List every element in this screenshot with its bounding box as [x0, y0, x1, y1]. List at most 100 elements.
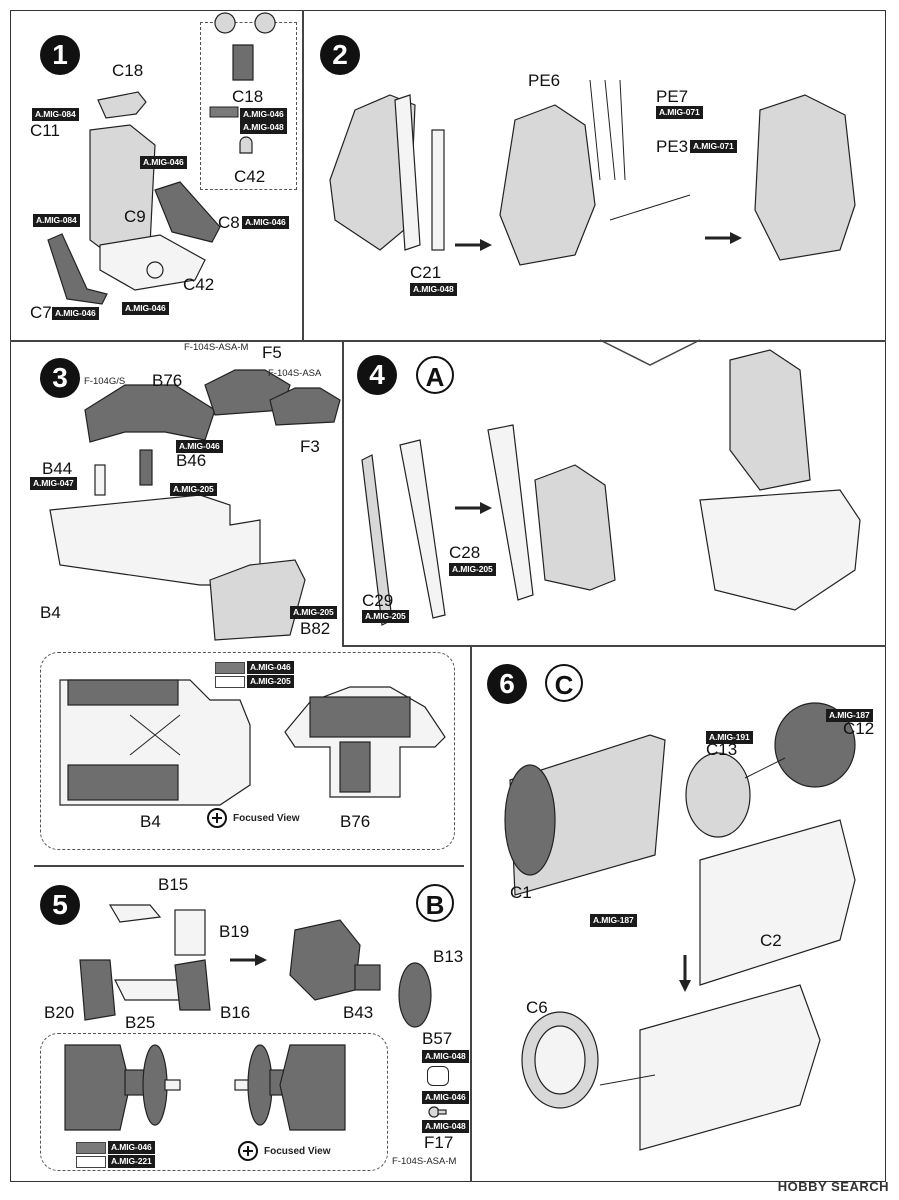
zoom-in-icon [207, 808, 227, 828]
label-B16: B16 [220, 1003, 251, 1022]
label-B20: B20 [44, 1003, 75, 1022]
focused-view-label-5: Focused View [238, 1141, 331, 1161]
paint-tag: A.MIG-048 [422, 1120, 469, 1133]
label-B13: B13 [433, 947, 464, 966]
label-F3: F3 [300, 437, 320, 456]
paint-tag: A.MIG-047 [30, 477, 77, 490]
legend-tag: A.MIG-205 [247, 675, 294, 688]
label-B15: B15 [158, 875, 189, 894]
label-C42-option: C42 [234, 167, 266, 186]
label-C11: C11 [30, 121, 60, 140]
label-PE7: PE7 [656, 87, 689, 106]
label-C29: C29 [362, 591, 394, 610]
label-C18-option: C18 [232, 87, 264, 106]
label-B19: B19 [219, 922, 250, 941]
step-3-badge: 3 [40, 358, 80, 398]
focused-view-box-panel [40, 1033, 388, 1171]
label-C13: C13 [706, 740, 738, 759]
paint-tag: A.MIG-046 [240, 108, 287, 121]
label-C1: C1 [510, 883, 532, 902]
label-B44: B44 [42, 459, 73, 478]
paint-tag: A.MIG-048 [410, 283, 457, 296]
paint-tag: A.MIG-046 [176, 440, 223, 453]
label-C8: C8 [218, 213, 240, 232]
step-6-exhaust-assembly [504, 702, 856, 1151]
divider-top-vertical [302, 10, 304, 340]
paint-tag: A.MIG-046 [242, 216, 289, 229]
divider-step-focus-5 [34, 865, 464, 867]
step-2-badge: 2 [320, 35, 360, 75]
label-B4: B4 [40, 603, 61, 622]
step-5-sub-B: B [416, 884, 454, 922]
label-PE3: PE3 [656, 137, 689, 156]
variant-F-104S-ASA-M-5: F-104S-ASA-M [392, 1156, 457, 1167]
zoom-in-icon [238, 1141, 258, 1161]
label-B82: B82 [300, 619, 331, 638]
label-C7: C7 [30, 303, 52, 322]
variant-F-104G-S: F-104G/S [84, 376, 126, 387]
step-1-option-box [200, 22, 297, 190]
paint-tag: A.MIG-071 [690, 140, 737, 153]
label-C2: C2 [760, 931, 782, 950]
paint-tag: A.MIG-205 [170, 483, 217, 496]
label-B43: B43 [343, 1003, 374, 1022]
label-B46: B46 [176, 451, 207, 470]
focus-b76-drawing [284, 686, 446, 798]
label-C12: C12 [843, 719, 875, 738]
variant-F-104S-ASA: F-104S-ASA [268, 368, 322, 379]
step-5-instrument-panel [79, 904, 432, 1028]
focus-b4-drawing [59, 679, 251, 806]
divider-step3-4 [342, 340, 344, 645]
paint-tag: A.MIG-205 [290, 606, 337, 619]
legend-tag: A.MIG-046 [108, 1141, 155, 1154]
legend-row-2: A.MIG-205 [215, 675, 294, 688]
label-C6: C6 [526, 998, 548, 1017]
divider-row1 [10, 340, 886, 342]
swatch-205 [215, 675, 245, 688]
paint-tag: A.MIG-084 [33, 214, 80, 227]
label-C28: C28 [449, 543, 481, 562]
focused-view-text: Focused View [233, 812, 300, 824]
label-F17: F17 [424, 1133, 454, 1152]
focused-view-text: Focused View [264, 1145, 331, 1157]
label-B25: B25 [125, 1013, 156, 1032]
step-4-sub-A: A [416, 356, 454, 394]
label-PE6: PE6 [528, 71, 561, 90]
label-focus-B76: B76 [340, 812, 371, 831]
legend-tag: A.MIG-046 [247, 661, 294, 674]
page-frame [10, 10, 886, 1182]
step-3-cockpit-tub [49, 369, 341, 641]
paint-tag: A.MIG-046 [422, 1091, 469, 1104]
harness-icon [427, 1066, 449, 1086]
watermark: HOBBY SEARCH [777, 1179, 889, 1194]
paint-tag: A.MIG-046 [52, 307, 99, 320]
paint-tag: A.MIG-084 [32, 108, 79, 121]
step-6-sub-C: C [545, 664, 583, 702]
legend-row-4: A.MIG-221 [76, 1155, 155, 1168]
paint-tag: A.MIG-046 [122, 302, 169, 315]
label-B76: B76 [152, 371, 183, 390]
step-6-badge: 6 [487, 664, 527, 704]
legend-row-1: A.MIG-046 [215, 661, 294, 674]
legend-tag: A.MIG-221 [108, 1155, 155, 1168]
divider-notch [599, 339, 701, 366]
swatch-046 [215, 661, 245, 674]
step-1-parts-illustration [47, 91, 221, 305]
label-C21: C21 [410, 263, 442, 282]
label-focus-B4: B4 [140, 812, 161, 831]
step-4-seat-install [361, 349, 861, 626]
divider-row2 [342, 645, 886, 647]
label-F5: F5 [262, 343, 282, 362]
step-2-seat-assembly [329, 79, 856, 266]
legend-row-3: A.MIG-046 [76, 1141, 155, 1154]
focused-view-label: Focused View [207, 808, 300, 828]
paint-tag: A.MIG-205 [449, 563, 496, 576]
paint-tag: A.MIG-071 [656, 106, 703, 119]
label-B57: B57 [422, 1029, 453, 1048]
step-5-badge: 5 [40, 885, 80, 925]
label-C9: C9 [124, 207, 146, 226]
paint-tag: A.MIG-048 [240, 121, 287, 134]
step-4-badge: 4 [357, 355, 397, 395]
variant-F-104S-ASA-M: F-104S-ASA-M [184, 342, 249, 353]
step-1-badge: 1 [40, 35, 80, 75]
